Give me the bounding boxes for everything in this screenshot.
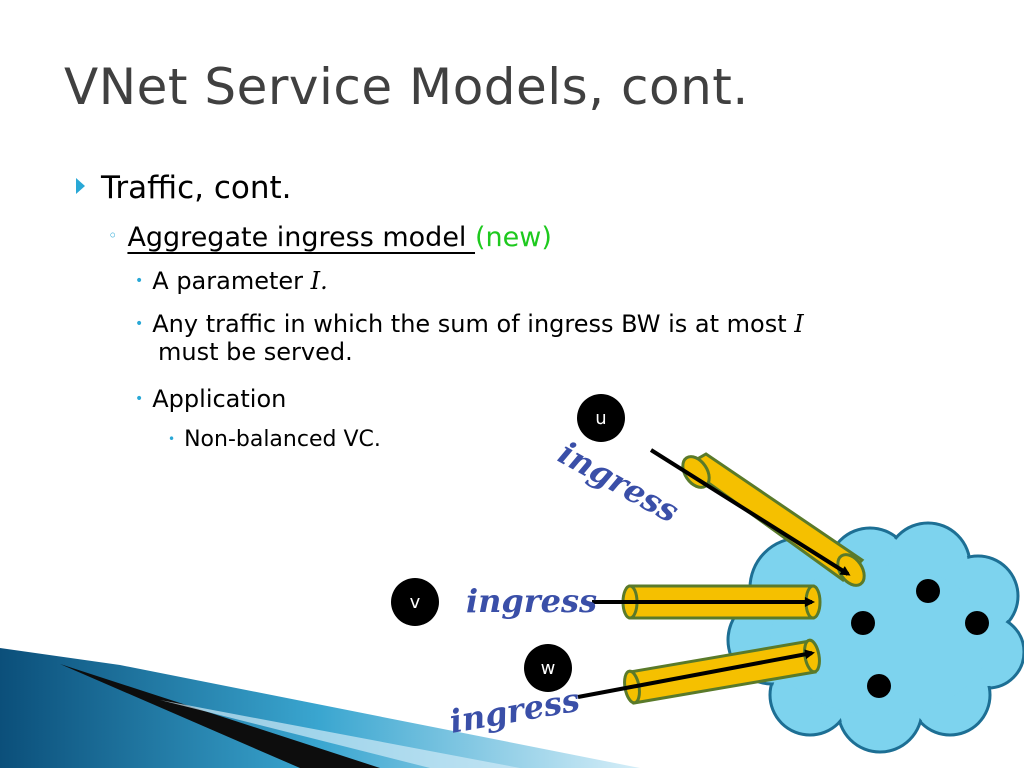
ingress-pipe-u (681, 452, 866, 587)
traffic-variable: I (794, 310, 804, 338)
bullet-item-traffic-text: Any traffic in which the sum of ingress … (152, 310, 795, 338)
cloud-node-dot (965, 611, 989, 635)
bullet-item-traffic: • Any traffic in which the sum of ingress… (135, 310, 804, 366)
network-cloud (726, 521, 1024, 754)
arrow-u (649, 448, 851, 576)
bullet-item-application: • Application (135, 385, 286, 413)
dot-bullet-icon: • (168, 432, 176, 446)
dot-bullet-icon: • (135, 316, 144, 332)
parameter-variable: I. (310, 267, 328, 295)
circle-bullet-icon: ◦ (108, 226, 118, 245)
aggregate-ingress-heading: Aggregate ingress model (127, 222, 476, 253)
node-w: w (524, 644, 572, 692)
node-u-label: u (595, 408, 606, 429)
bullet-level1-text: Traffic, cont. (101, 170, 292, 206)
bullet-level2: ◦ Aggregate ingress model (new) (108, 222, 552, 253)
bullet-item-parameter-text: A parameter (152, 267, 311, 295)
dot-bullet-icon: • (135, 391, 144, 407)
decorative-wedge-dark (60, 664, 380, 768)
new-tag: (new) (475, 222, 552, 253)
triangle-bullet-icon (76, 178, 85, 194)
bullet-level1: Traffic, cont. (76, 170, 292, 206)
bullet-subitem-vc-text: Non-balanced VC. (184, 427, 381, 452)
cloud-node-dot (916, 579, 940, 603)
decorative-wedge-light (160, 700, 520, 768)
bullet-subitem-vc: • Non-balanced VC. (168, 427, 381, 452)
slide-title: VNet Service Models, cont. (64, 58, 749, 116)
ingress-label-u: ingress (552, 434, 685, 531)
ingress-label-w: ingress (447, 681, 583, 741)
node-w-label: w (541, 658, 556, 679)
arrow-w (577, 649, 815, 699)
cloud-node-dot (851, 611, 875, 635)
dot-bullet-icon: • (135, 273, 144, 289)
cloud-node-dot (867, 674, 891, 698)
node-v-label: v (410, 592, 421, 613)
node-u: u (577, 394, 625, 442)
bullet-item-parameter: • A parameter I. (135, 267, 328, 295)
node-v: v (391, 578, 439, 626)
bullet-item-traffic-cont: must be served. (158, 338, 353, 366)
ingress-label-v: ingress (466, 582, 597, 620)
decorative-wedge (0, 648, 640, 768)
bullet-item-application-text: Application (152, 385, 287, 413)
